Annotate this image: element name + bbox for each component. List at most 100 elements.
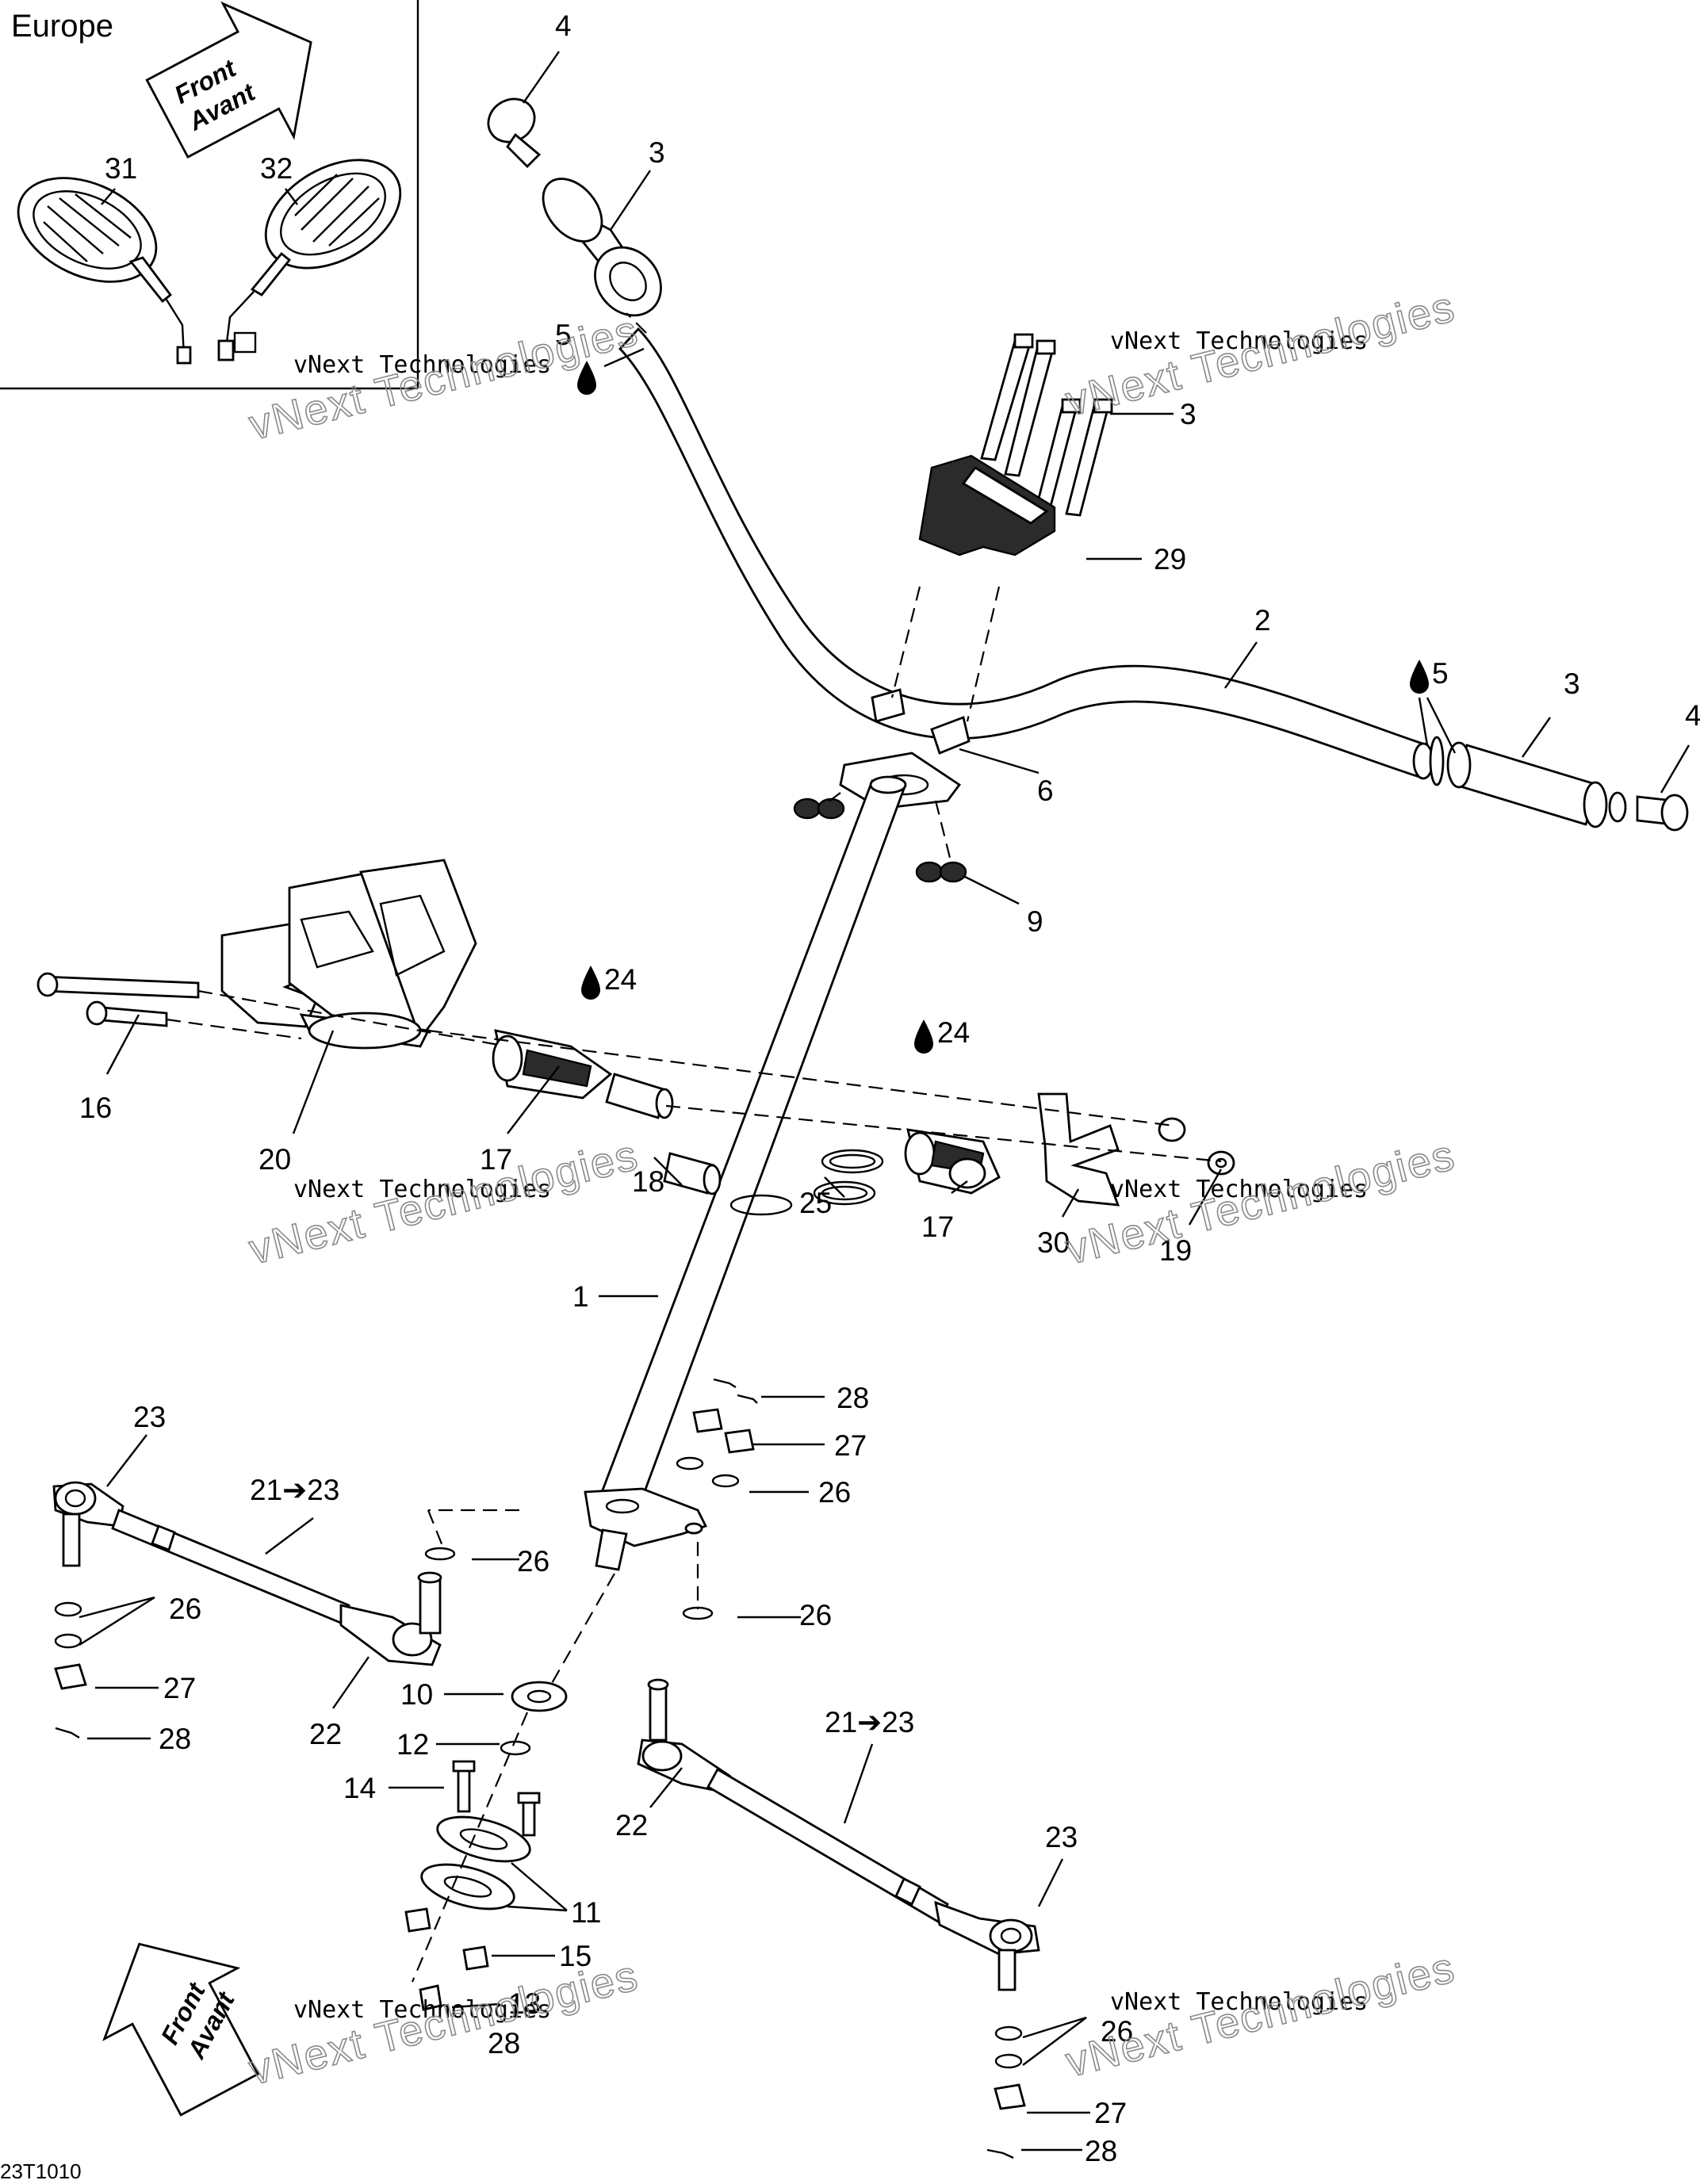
castle-nuts-upper-part-27 [692, 1408, 755, 1454]
callout-30: 30 [1037, 1226, 1070, 1259]
watermark-bottom-left: vNext Technologies vNext Technologies [244, 1951, 644, 2095]
callout-28-left: 28 [159, 1723, 191, 1755]
callout-26-mid-right: 26 [799, 1599, 832, 1631]
figure-code: 23T1010 [0, 2159, 82, 2183]
callout-24-left: 24 [604, 963, 637, 996]
mirror-right-part-32 [217, 159, 402, 361]
callout-3-left: 3 [649, 136, 665, 169]
callout-15: 15 [559, 1940, 592, 1972]
callout-16: 16 [79, 1092, 112, 1124]
bearing-part-10 [511, 1681, 568, 1712]
callout-4-left: 4 [555, 10, 572, 42]
callout-23-right: 23 [1045, 1821, 1078, 1853]
callout-28-right: 28 [1085, 2135, 1117, 2167]
callout-26-mid-left: 26 [517, 1545, 549, 1578]
tie-rod-end-right-inner-part-22 [637, 1678, 731, 1793]
watermark-top-right: vNext Technologies vNext Technologies [1061, 282, 1461, 426]
callout-13: 13 [508, 1987, 541, 2020]
flanges-part-11 [420, 1815, 531, 1911]
callout-26-right-outer: 26 [1101, 2015, 1133, 2048]
callout-21-23-left: 21➔23 [250, 1474, 339, 1506]
cotter-pins-upper-part-28 [713, 1378, 758, 1404]
callout-21-23-right: 21➔23 [825, 1706, 914, 1738]
tie-rod-right-part-21 [706, 1768, 949, 1923]
callout-28-upper: 28 [837, 1382, 869, 1414]
watermark-small-text: vNext Technologies [293, 1176, 551, 1203]
pin-part-13 [419, 1984, 442, 2011]
watermark-small-text: vNext Technologies [1110, 1988, 1368, 2016]
inset-region-label: Europe [11, 9, 113, 44]
callout-22-right: 22 [615, 1809, 648, 1842]
washer-left-inner-part-26 [424, 1547, 456, 1561]
callout-11: 11 [571, 1896, 601, 1929]
callout-19: 19 [1159, 1234, 1192, 1267]
callout-3-mid: 3 [1180, 398, 1197, 430]
watermark-mid-right: vNext Technologies vNext Technologies [1061, 1130, 1461, 1275]
washers-upper-part-26 [676, 1456, 740, 1488]
watermark-small-text: vNext Technologies [1110, 327, 1368, 355]
front-arrow-bottom [102, 1942, 260, 2117]
callout-12: 12 [396, 1728, 429, 1761]
front-arrow-top: Front Avant [145, 1, 312, 159]
callout-5-right: 5 [1432, 657, 1449, 690]
end-cap-right-part-4 [1636, 794, 1689, 832]
washer-part-12 [500, 1740, 531, 1756]
end-cap-left-part-4 [487, 98, 542, 168]
callout-20: 20 [258, 1143, 291, 1176]
riser-nuts-upper [793, 797, 845, 820]
callout-18: 18 [632, 1165, 664, 1198]
callout-26-upper: 26 [818, 1476, 851, 1509]
steering-arm [584, 1487, 707, 1571]
watermark-mid-left: vNext Technologies vNext Technologies [244, 1130, 644, 1275]
spacers-part-18 [605, 1073, 722, 1195]
callout-27-left: 27 [163, 1672, 196, 1704]
nuts-part-19 [1158, 1117, 1235, 1176]
callout-26-left-outer: 26 [169, 1593, 201, 1625]
callout-5-left: 5 [555, 319, 572, 351]
callout-25: 25 [799, 1187, 832, 1219]
watermark-bottom-right: vNext Technologies vNext Technologies [1061, 1943, 1461, 2087]
bearing-block-right-part-17 [904, 1128, 1001, 1195]
callout-29: 29 [1154, 543, 1186, 576]
callout-28-bottom: 28 [488, 2027, 520, 2060]
watermark-small-text: vNext Technologies [1110, 1176, 1368, 1203]
bearing-block-left-part-17 [492, 1029, 613, 1100]
lubricant-icon [577, 361, 1429, 1054]
callout-23-left: 23 [133, 1401, 166, 1433]
bolts-part-14 [452, 1760, 541, 1837]
callout-14: 14 [343, 1772, 376, 1804]
handlebar-clamp-part-29 [918, 454, 1056, 557]
nuts-part-15 [404, 1907, 489, 1971]
callout-3-right: 3 [1564, 667, 1580, 700]
watermark-small-text: vNext Technologies [293, 1996, 551, 2024]
callout-4-right: 4 [1685, 699, 1700, 732]
tie-rod-end-right-outer-part-23 [934, 1900, 1040, 1991]
europe-inset: Europe [0, 0, 419, 390]
tie-rod-end-left-outer-part-23 [52, 1481, 124, 1567]
callout-32: 32 [260, 152, 293, 185]
washer-right-inner-part-26 [682, 1606, 714, 1620]
column-ring [729, 1194, 793, 1216]
callout-27-upper: 27 [834, 1429, 867, 1462]
callout-31: 31 [105, 152, 137, 185]
left-outer-hardware [54, 1601, 87, 1739]
callout-24-right: 24 [937, 1016, 970, 1049]
right-outer-hardware [986, 2025, 1026, 2159]
callout-10: 10 [400, 1678, 433, 1711]
tie-rod-left-part-21 [111, 1509, 350, 1625]
watermark-small-text: vNext Technologies [293, 351, 551, 379]
washers-part-25 [813, 1149, 884, 1206]
support-bracket-part-20 [220, 859, 477, 1050]
callout-6: 6 [1037, 775, 1054, 807]
callout-22-left: 22 [309, 1718, 342, 1750]
long-bolts-part-16 [36, 972, 200, 1027]
mirror-left-part-31 [17, 177, 192, 365]
callout-labels: 31 32 4 3 5 3 29 2 5 3 4 6 9 24 24 16 20… [79, 10, 1700, 2167]
grip-left-part-3 [542, 178, 662, 317]
callout-9: 9 [1027, 905, 1043, 938]
handlebar-clamp-bolts-part-8 [980, 333, 1113, 517]
callout-1: 1 [572, 1280, 589, 1313]
callout-17-left: 17 [480, 1143, 512, 1176]
leader-lines [78, 51, 1690, 2151]
